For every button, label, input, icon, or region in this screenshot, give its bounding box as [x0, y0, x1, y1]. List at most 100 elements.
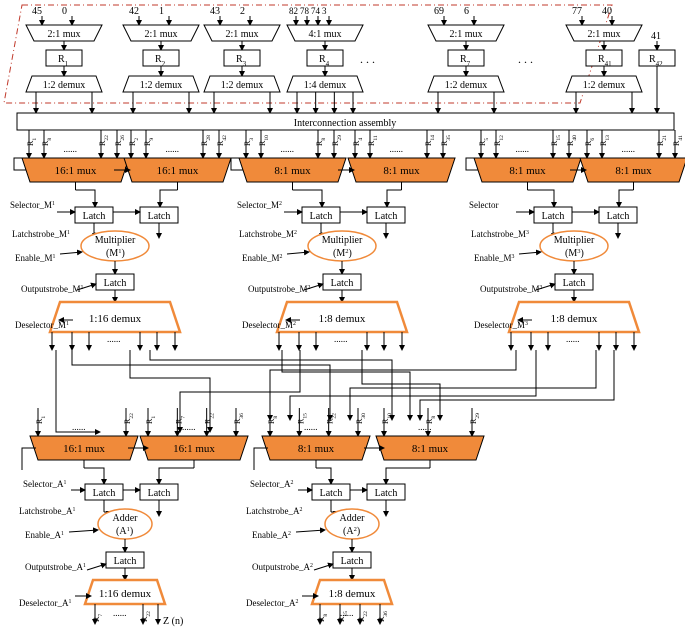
outputstrobe-label: Outputstrobe_M3 [480, 284, 543, 294]
orange-mux [21, 157, 130, 183]
mux-to-latch [616, 189, 634, 208]
routing-wire [347, 350, 597, 421]
orange-mux-label: 16:1 mux [63, 443, 105, 455]
outputstrobe-label: Outputstrobe_M1 [21, 284, 84, 294]
top-demux-label: 1:2 demux [140, 80, 183, 91]
orange-demux-label: 1:8 demux [551, 313, 598, 325]
mux-input-label: 6 [464, 6, 469, 17]
mux-input-reg-label: R3 [243, 138, 255, 146]
top-mux [565, 24, 643, 42]
top-demux [25, 75, 103, 93]
output-reg-label: R36 [377, 611, 389, 622]
mux-input-label: 2 [240, 6, 245, 17]
outputstrobe-arrow [535, 282, 556, 291]
top-demux [203, 75, 281, 93]
mux-input-reg-label: R15 [296, 413, 308, 424]
enable-label: Enable_M1 [15, 253, 56, 263]
mux-input-reg-label: R22 [326, 413, 338, 424]
top-demux-label: 1:2 demux [583, 80, 626, 91]
op-name: Multiplier [554, 235, 595, 246]
latch-label: Latch [375, 488, 398, 499]
mux-input-reg-label: R1 [26, 138, 38, 146]
orange-demux-label: 1:16 demux [99, 588, 152, 600]
orange-demux-label: 1:8 demux [329, 588, 376, 600]
mux-to-latch [384, 189, 402, 208]
register-label: R7 [460, 54, 471, 68]
selector-loop [13, 157, 26, 171]
mux-input-label: 0 [62, 6, 67, 17]
orange-mux-label: 16:1 mux [173, 443, 215, 455]
mux-input-reg-label: R4 [352, 138, 364, 146]
selector-label: Selector_M2 [237, 200, 282, 210]
op-name: Adder [113, 513, 139, 524]
selector-loop [230, 157, 243, 171]
mux-input-reg-label: R15 [550, 135, 562, 146]
mux-input-reg-label: R5 [478, 138, 490, 146]
mux-input-reg-label: R7 [174, 416, 186, 424]
routing-wire [267, 350, 517, 421]
mux-input-label: 69 [434, 6, 444, 17]
output-reg-label: R15 [337, 611, 349, 622]
routing-wire [287, 350, 537, 421]
register-label: R1 [58, 54, 69, 68]
mux-to-latch [157, 189, 178, 208]
top-mux [122, 24, 200, 42]
orange-mux-label: 8:1 mux [412, 443, 449, 455]
output-reg-label: R7 [92, 614, 104, 622]
enable-arrow [286, 249, 310, 256]
orange-mux-label: 8:1 mux [509, 165, 546, 177]
mux-input-reg-label: R1 [35, 416, 47, 424]
orange-demux-label: 1:8 demux [319, 313, 366, 325]
latchstrobe-label: Latchstrobe_M3 [471, 229, 529, 239]
mux-input-reg-label: R36 [233, 413, 245, 424]
latch-label: Latch [83, 211, 106, 222]
dots: ...... [390, 144, 404, 154]
mux-input-reg-label: R8 [315, 138, 327, 146]
mux-input-reg-label: R9 [143, 138, 155, 146]
mux-input-reg-label: R8 [267, 416, 279, 424]
mux-input-label: 78 [300, 6, 310, 16]
dots: ...... [334, 334, 348, 344]
mux-input-reg-label: R6 [584, 138, 596, 146]
dots: ...... [166, 144, 180, 154]
interconnect-label: Interconnection assembly [294, 118, 396, 129]
orange-mux [238, 157, 347, 183]
top-demux-label: 1:2 demux [43, 80, 86, 91]
interconnection-assembly [16, 112, 675, 131]
mux-to-latch [316, 467, 334, 485]
outputstrobe-arrow [303, 282, 324, 291]
deselector-label: Deselector_M1 [15, 320, 69, 330]
orange-demux [48, 300, 182, 334]
deselector-label: Deselector_M2 [242, 320, 296, 330]
register-label: R3 [236, 54, 247, 68]
selector-loop [253, 447, 268, 470]
mux-to-latch [75, 189, 98, 208]
outputstrobe-arrow [86, 562, 107, 571]
orange-mux [579, 157, 685, 183]
mux-input-reg-label: R29 [469, 413, 481, 424]
op-symbol: (M2) [333, 248, 352, 260]
mux-input-reg-label: R2 [128, 138, 140, 146]
top-mux-label: 2:1 mux [587, 29, 620, 40]
register-label: R41 [598, 54, 612, 68]
dots: ...... [182, 422, 196, 432]
top-demux-label: 1:2 demux [221, 80, 264, 91]
outputstrobe-arrow [313, 562, 334, 571]
outputstrobe-arrow [76, 282, 97, 291]
mux-input-reg-label: R10 [258, 135, 270, 146]
dots: ...... [622, 144, 636, 154]
mux-to-latch [383, 467, 430, 485]
mux-input-reg-label: R11 [367, 135, 379, 146]
mux-input-reg-label: R14 [424, 135, 436, 146]
mux-input-reg-label: R30 [355, 413, 367, 424]
dots: ...... [340, 608, 354, 618]
mux-to-latch [156, 467, 194, 485]
mux-to-latch [292, 189, 325, 208]
enable-label: Enable_M2 [242, 253, 283, 263]
mux-to-latch [84, 467, 107, 485]
deselector-label: Deselector_A1 [19, 598, 71, 608]
latchstrobe-label: Latchstrobe_M1 [12, 229, 70, 239]
selector-label: Selector_M1 [10, 200, 55, 210]
enable-label: Enable_M3 [474, 253, 515, 263]
mux-input-reg-label: R8 [425, 416, 437, 424]
